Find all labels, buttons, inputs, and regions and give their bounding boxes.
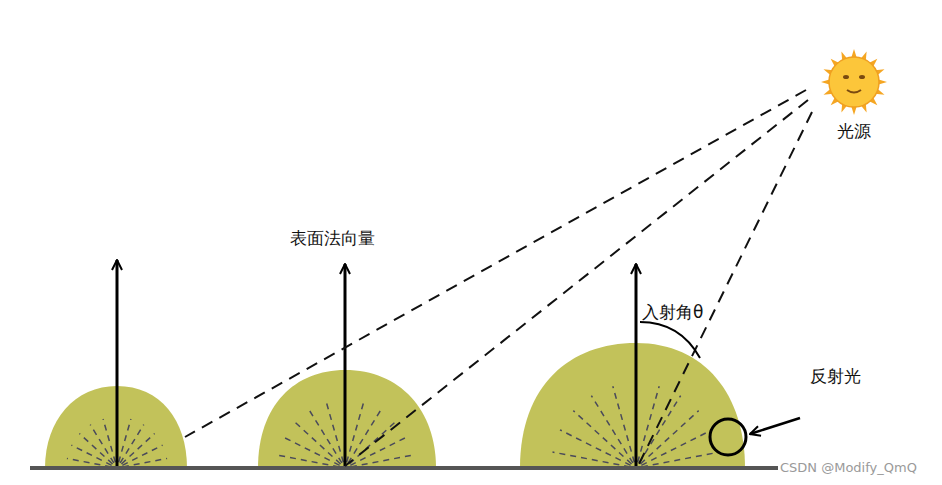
light-source: 光源 xyxy=(812,48,896,143)
leader-arrow xyxy=(750,418,800,434)
source-label: 光源 xyxy=(812,120,896,143)
reflection-lobe xyxy=(258,370,436,468)
scatter-rays xyxy=(67,383,720,467)
sun-icon xyxy=(812,48,896,120)
normal-arrow xyxy=(635,264,638,466)
surface xyxy=(30,466,780,470)
callout-circle xyxy=(710,419,746,455)
angle-arc xyxy=(640,322,700,358)
normal-arrow xyxy=(344,264,347,466)
normal-label: 表面法向量 xyxy=(290,228,375,248)
watermark: CSDN @Modify_QmQ xyxy=(778,460,919,476)
angle-label: 入射角θ xyxy=(642,302,703,322)
reflection-lobe xyxy=(520,343,745,468)
reflection-label: 反射光 xyxy=(810,366,861,386)
incident-light xyxy=(185,90,812,466)
normal-arrow xyxy=(116,260,119,466)
